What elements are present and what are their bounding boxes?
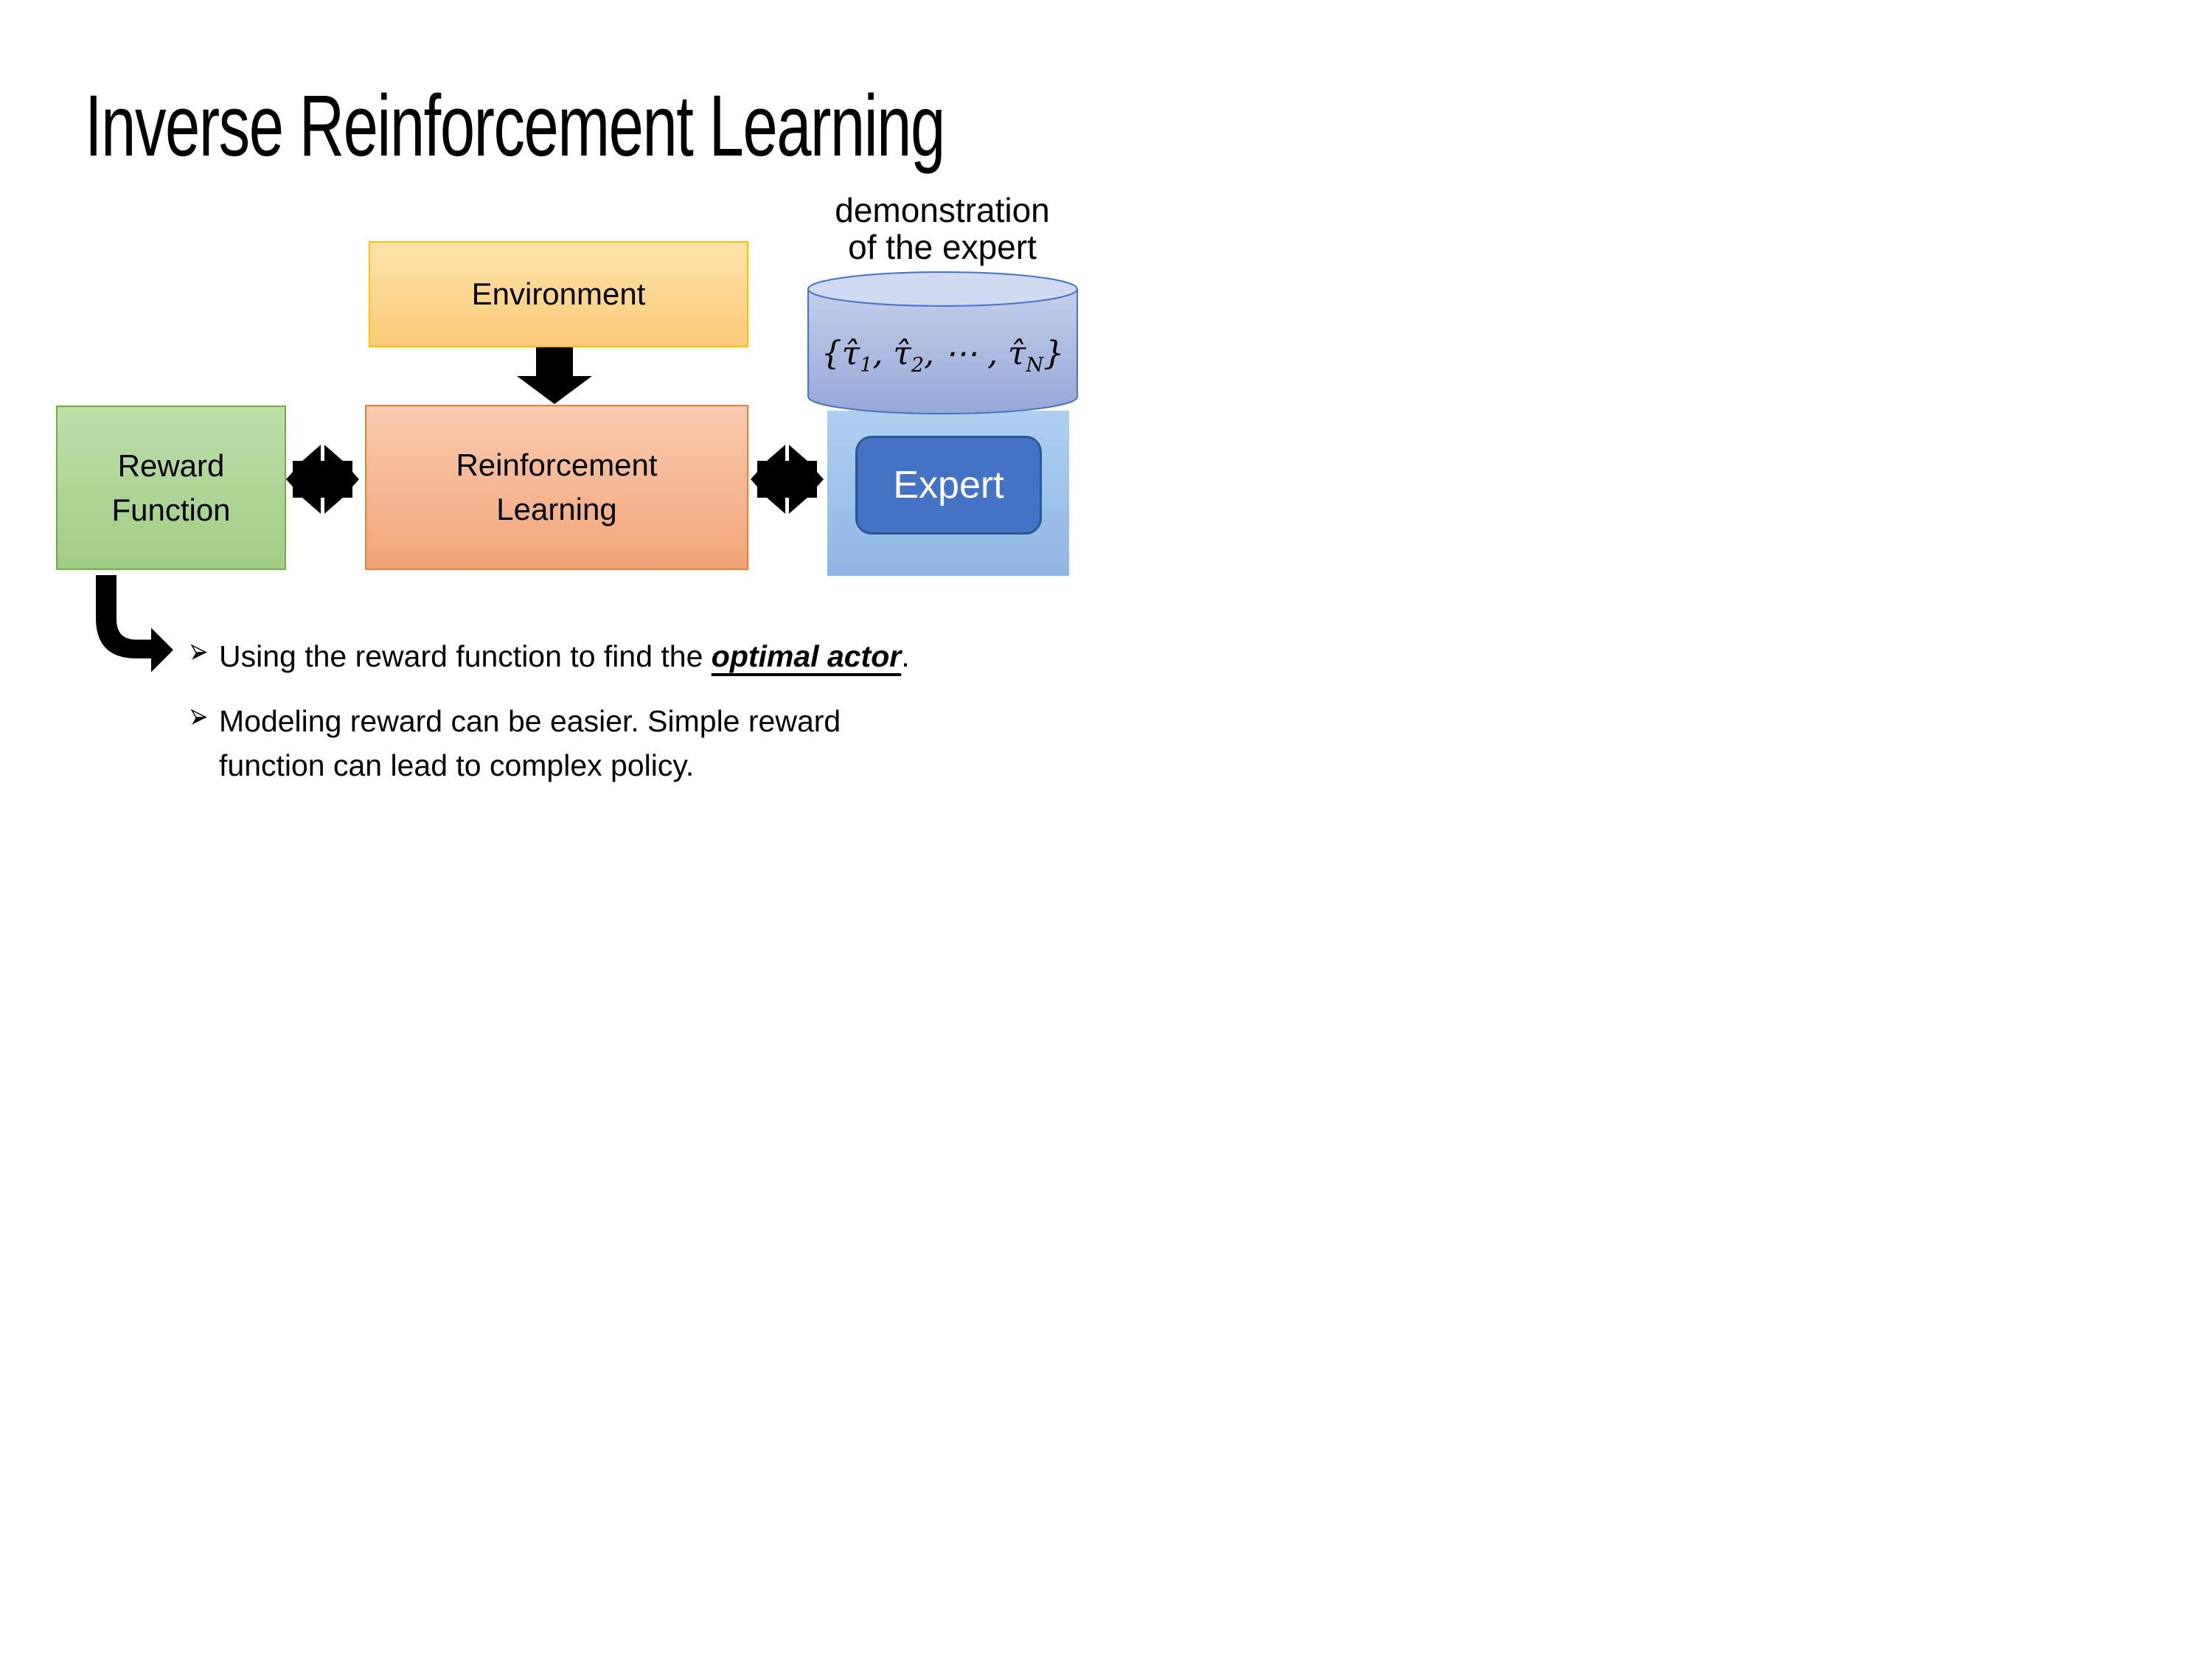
bullet-item-modeling-reward: Modeling reward can be easier. Simple re…: [189, 699, 841, 787]
reinforcement-learning-box: Reinforcement Learning: [365, 405, 748, 570]
arrowhead-bullet-icon: [190, 644, 207, 660]
bullet-text: Using the reward function to find the op…: [219, 639, 910, 673]
reward-function-label: Reward Function: [111, 448, 231, 527]
environment-label: Environment: [471, 276, 646, 311]
bullet-item-optimal-actor: Using the reward function to find the op…: [189, 634, 910, 678]
database-cylinder-icon: [807, 271, 1078, 414]
environment-box: Environment: [369, 241, 748, 347]
double-arrow-left-icon: [286, 442, 359, 516]
double-arrow-right-icon: [751, 442, 824, 516]
reinforcement-learning-label: Reinforcement Learning: [456, 448, 658, 526]
arrowhead-bullet-icon: [190, 709, 207, 725]
slide-canvas: Inverse Reinforcement Learning demonstra…: [0, 0, 1106, 830]
reward-function-box: Reward Function: [56, 406, 286, 570]
demonstration-caption: demonstration of the expert: [835, 191, 1050, 266]
bent-arrow: [96, 575, 173, 672]
down-arrow: [517, 347, 592, 404]
expert-label: Expert: [893, 464, 1004, 507]
bullet-text: Modeling reward can be easier. Simple re…: [219, 704, 841, 782]
trajectory-set-label: {τ̂1, τ̂2, ⋯ , τ̂N}: [821, 335, 1065, 377]
expert-box: Expert: [855, 436, 1042, 535]
page-title: Inverse Reinforcement Learning: [85, 77, 945, 175]
